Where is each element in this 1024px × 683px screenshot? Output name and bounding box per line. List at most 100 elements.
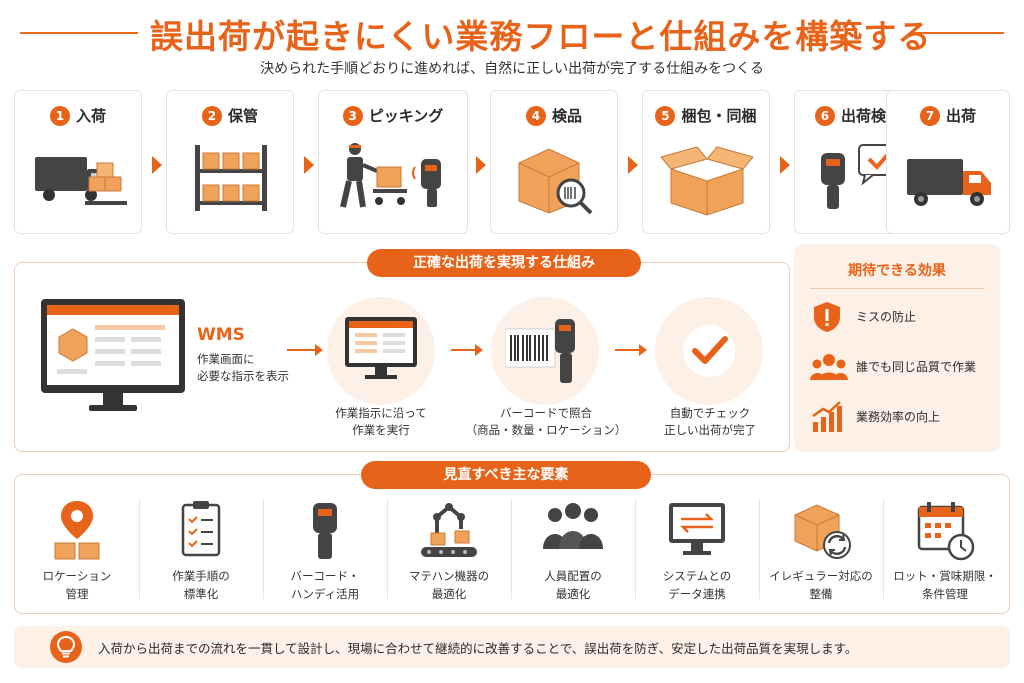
- step-label: 入荷: [75, 107, 106, 125]
- caption-line: 標準化: [183, 587, 219, 601]
- people-group-icon: [810, 354, 848, 380]
- step-number: 2: [201, 106, 222, 126]
- effect-item: ミスの防止: [808, 300, 998, 332]
- effects-title: 期待できる効果: [848, 263, 946, 279]
- flow-arrow-icon: [476, 156, 486, 174]
- effect-item: 誰でも同じ品質で作業: [808, 350, 998, 382]
- element-caption: 人員配置の最適化: [511, 567, 635, 603]
- truck-with-boxes-icon: [35, 157, 127, 205]
- step-number: 7: [919, 106, 940, 126]
- caption-line: データ連携: [668, 587, 726, 601]
- caption-line: 作業指示に沿って: [335, 406, 427, 420]
- step-number: 3: [342, 106, 363, 126]
- caption-line: 管理: [65, 587, 89, 601]
- flow-arrow-icon: [152, 156, 162, 174]
- flow-arrow-icon: [304, 156, 314, 174]
- step-heading: 1 入荷: [15, 105, 141, 126]
- caption-line: 作業を実行: [352, 423, 410, 437]
- conveyor-robot-icon: [421, 503, 477, 557]
- caption-line: 自動でチェック: [669, 406, 751, 420]
- element-material-handling: マテハン機器の最適化: [387, 495, 511, 605]
- footer-text: 入荷から出荷までの流れを一貫して設計し、現場に合わせて継続的に改善することで、誤…: [98, 641, 858, 656]
- element-procedure: 作業手順の標準化: [139, 495, 263, 605]
- element-caption: イレギュラー対応の整備: [759, 567, 883, 603]
- caption-line: ハンディ活用: [290, 587, 360, 601]
- caption-line: 最適化: [555, 587, 591, 601]
- box-refresh-icon: [794, 504, 851, 559]
- stage-execute-circle: [327, 297, 435, 405]
- step-label: ピッキング: [368, 107, 444, 125]
- check-circle-icon: [683, 325, 735, 377]
- caption-line: 正しい出荷が完了: [664, 423, 756, 437]
- element-location: ロケーション管理: [15, 495, 139, 605]
- step-picking: 3 ピッキング: [318, 90, 468, 234]
- mechanism-arrow-icon: [615, 344, 647, 356]
- step-number: 4: [525, 106, 546, 126]
- open-box-icon: [660, 146, 754, 216]
- growth-chart-icon: [812, 401, 842, 432]
- element-staffing: 人員配置の最適化: [511, 495, 635, 605]
- mechanism-arrow-icon: [451, 344, 483, 356]
- wms-desc-line: 必要な指示を表示: [197, 369, 289, 383]
- flow-arrow-icon: [780, 156, 790, 174]
- effect-item: 業務効率の向上: [808, 400, 998, 432]
- summary-footer: 入荷から出荷までの流れを一貫して設計し、現場に合わせて継続的に改善することで、誤…: [14, 626, 1010, 668]
- divider: [759, 499, 760, 599]
- step-number: 1: [49, 106, 70, 126]
- monitor-sync-icon: [669, 503, 725, 555]
- element-barcode: バーコード・ハンディ活用: [263, 495, 387, 605]
- step-number: 6: [814, 106, 835, 126]
- caption-line: 作業手順の: [172, 569, 230, 583]
- element-caption: ロット・賞味期限・条件管理: [883, 567, 1007, 603]
- step-number: 5: [655, 106, 676, 126]
- caption-line: 条件管理: [922, 587, 968, 601]
- mechanism-panel: 正確な出荷を実現する仕組み WMS 作業画面に 必要な指示を表示 作業指示に沿っ…: [14, 249, 790, 452]
- effect-label: ミスの防止: [856, 310, 917, 324]
- mechanism-title: 正確な出荷を実現する仕組み: [367, 249, 641, 277]
- barcode-scanner-icon: [313, 503, 337, 559]
- shield-alert-icon: [814, 302, 840, 332]
- divider: [263, 499, 264, 599]
- caption-line: イレギュラー対応の: [769, 569, 873, 583]
- stage-barcode-caption: バーコードで照合 （商品・数量・ロケーション）: [455, 405, 637, 439]
- element-system-link: システムとのデータ連携: [635, 495, 759, 605]
- step-label: 梱包・同梱: [681, 107, 757, 125]
- divider: [139, 499, 140, 599]
- divider: [883, 499, 884, 599]
- stage-barcode-circle: [491, 297, 599, 405]
- work-screen-icon: [345, 317, 417, 379]
- wms-monitor-icon: [41, 299, 185, 411]
- element-caption: ロケーション管理: [15, 567, 139, 603]
- title-rule-right: [914, 32, 1004, 34]
- caption-line: システムとの: [662, 569, 732, 583]
- step-label: 出荷検品: [840, 107, 901, 125]
- elements-title: 見直すべき主な要素: [361, 461, 651, 489]
- divider: [387, 499, 388, 599]
- wms-description: 作業画面に 必要な指示を表示: [197, 351, 289, 385]
- step-heading: 5 梱包・同梱: [643, 105, 769, 126]
- location-pin-boxes-icon: [54, 501, 100, 560]
- element-irregular: イレギュラー対応の整備: [759, 495, 883, 605]
- caption-line: バーコードで照合: [500, 406, 592, 420]
- title-bar: 誤出荷が起きにくい業務フローと仕組みを構築する: [0, 8, 1024, 56]
- page-title: 誤出荷が起きにくい業務フローと仕組みを構築する: [150, 17, 932, 56]
- elements-panel: 見直すべき主な要素 ロケーション管理 作業手順の標準化 バーコード・ハンディ活用: [14, 461, 1010, 614]
- stage-execute-caption: 作業指示に沿って 作業を実行: [307, 405, 455, 439]
- staff-group-icon: [543, 503, 603, 549]
- effect-label: 誰でも同じ品質で作業: [856, 360, 977, 374]
- caption-line: ロケーション: [42, 569, 112, 583]
- warehouse-shelf-icon: [195, 145, 267, 211]
- worker-cart-scanner-icon: [340, 143, 441, 208]
- delivery-truck-icon: [907, 159, 991, 206]
- stage-check-caption: 自動でチェック 正しい出荷が完了: [645, 405, 775, 439]
- caption-line: ロット・賞味期限・: [893, 569, 997, 583]
- box-barcode-magnifier-icon: [518, 148, 593, 215]
- calendar-clock-icon: [917, 502, 975, 561]
- caption-line: 整備: [809, 587, 833, 601]
- caption-line: マテハン機器の: [408, 569, 490, 583]
